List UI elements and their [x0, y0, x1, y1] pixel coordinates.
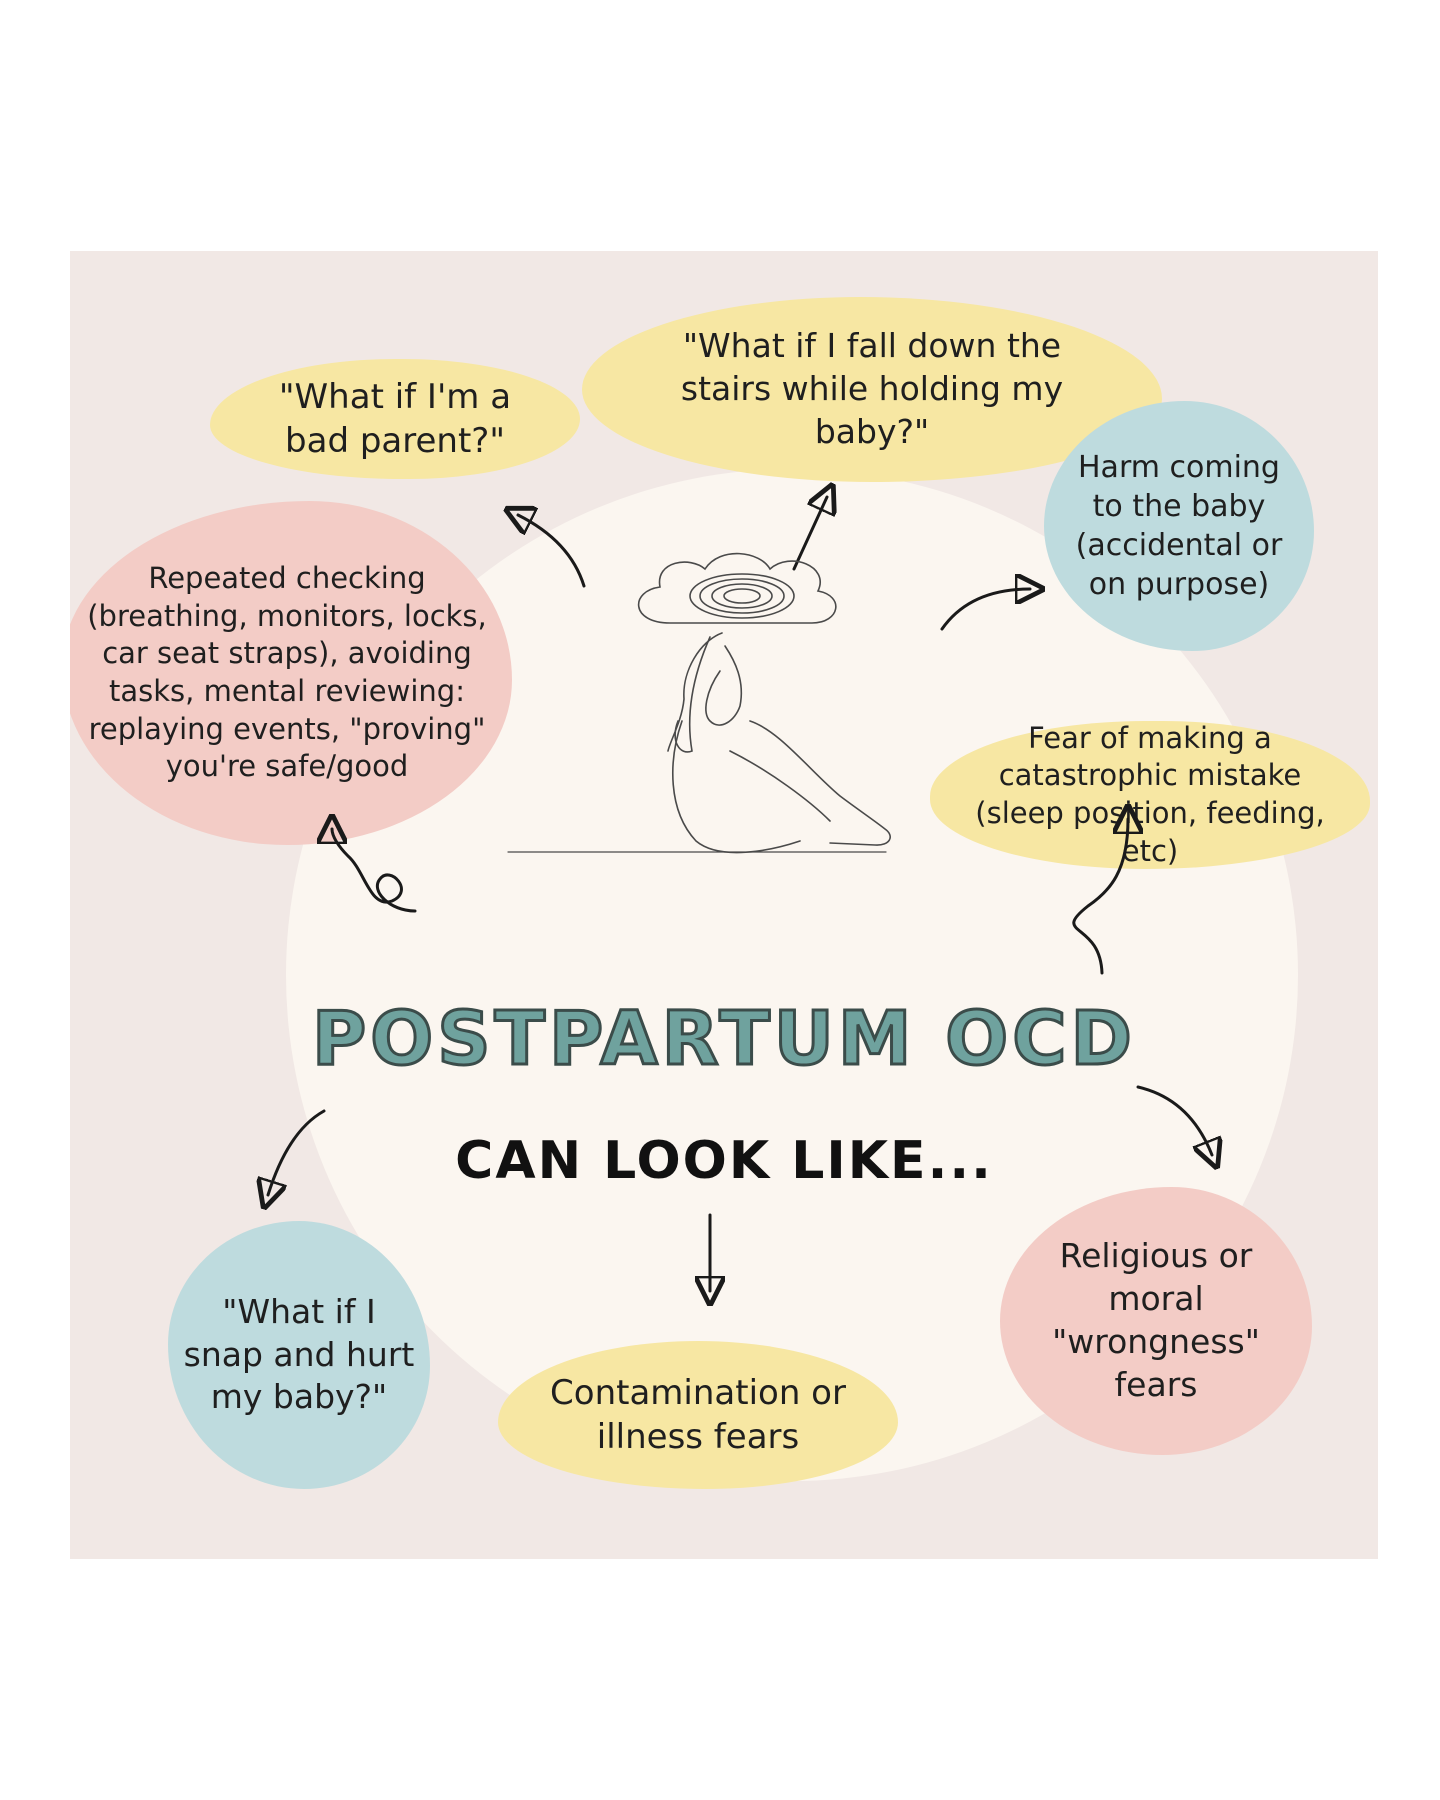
text-bad-parent: "What if I'm a bad parent?": [278, 376, 512, 461]
text-snap: "What if I snap and hurt my baby?": [183, 1291, 415, 1417]
arrow-icon: [1136, 1085, 1212, 1155]
blob-checking: Repeated checking (breathing, monitors, …: [70, 501, 512, 845]
arrow-icon: [518, 515, 586, 588]
text-harm: Harm coming to the baby (accidental or o…: [1075, 450, 1283, 602]
infographic-panel: "What if I'm a bad parent?" "What if I f…: [70, 251, 1378, 1559]
scribble-ring: [711, 583, 773, 609]
main-title: POSTPARTUM OCD: [311, 995, 1136, 1084]
arrow-icon: [1072, 819, 1128, 975]
blob-snap: "What if I snap and hurt my baby?": [168, 1221, 430, 1489]
person-back: [672, 720, 801, 854]
text-religious: Religious or moral "wrongness" fears: [1052, 1236, 1260, 1404]
blob-religious: Religious or moral "wrongness" fears: [1000, 1187, 1312, 1455]
arrow-icon: [268, 1109, 326, 1195]
scribble-ring: [689, 573, 795, 619]
person-head: [667, 632, 723, 752]
sad-person-illustration: [507, 552, 891, 854]
scribble-ring: [699, 578, 785, 614]
blob-stairs: "What if I fall down the stairs while ho…: [582, 297, 1162, 482]
arrow-icon: [332, 829, 417, 913]
text-checking: Repeated checking (breathing, monitors, …: [87, 560, 487, 784]
text-mistake: Fear of making a catastrophic mistake (s…: [975, 720, 1325, 868]
arrow-icon: [940, 589, 1030, 631]
blob-contamination: Contamination or illness fears: [498, 1341, 898, 1489]
person-knee: [729, 750, 831, 822]
person-hair: [674, 636, 711, 753]
main-subtitle: CAN LOOK LIKE...: [455, 1131, 993, 1191]
arrows-layer: [70, 251, 1378, 1559]
text-stairs: "What if I fall down the stairs while ho…: [680, 326, 1064, 451]
arrow-icon: [792, 497, 827, 571]
blob-harm: Harm coming to the baby (accidental or o…: [1044, 401, 1314, 651]
blob-mistake: Fear of making a catastrophic mistake (s…: [930, 721, 1370, 869]
person-arms: [705, 645, 743, 726]
text-contamination: Contamination or illness fears: [550, 1372, 846, 1457]
scribble-ring: [723, 588, 761, 604]
person-legs: [749, 720, 891, 846]
scribble-cloud-icon: [637, 552, 837, 624]
blob-bad-parent: "What if I'm a bad parent?": [210, 359, 580, 479]
